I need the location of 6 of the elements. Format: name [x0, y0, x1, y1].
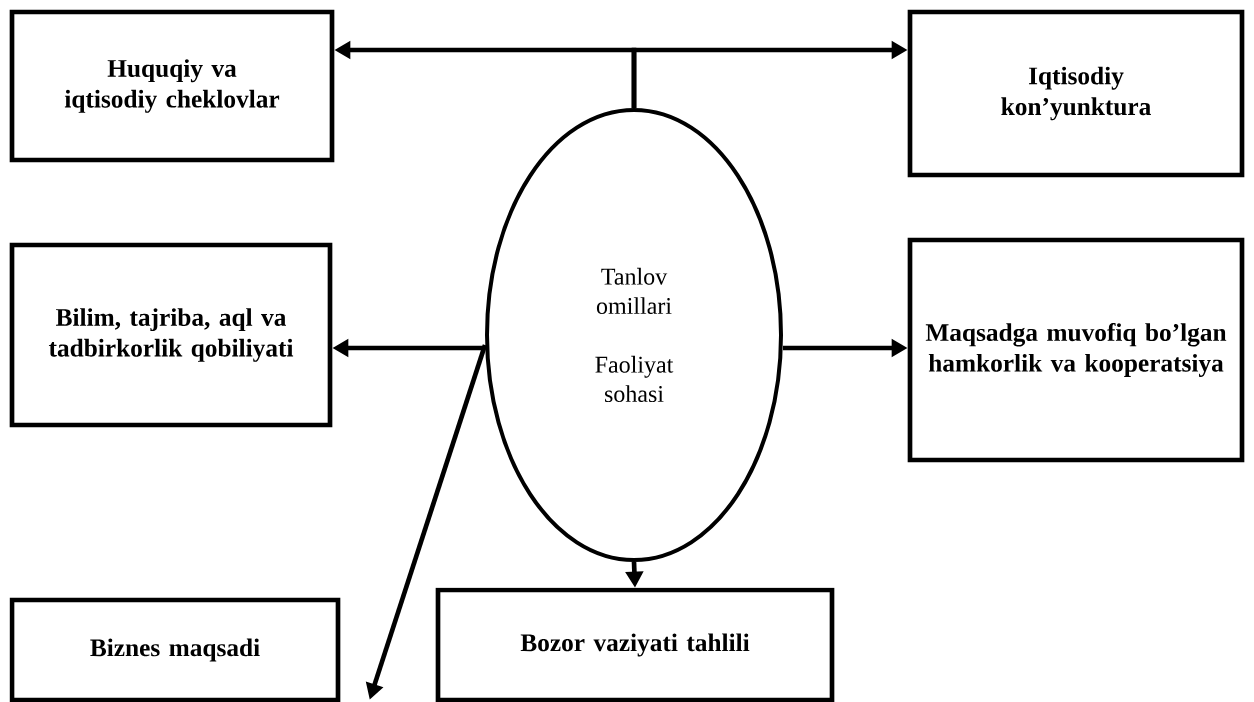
text-box: Huquqiy va iqtisodiy cheklovlar: [9, 9, 335, 163]
text-box: Maqsadga muvofiq bo’lgan hamkorlik va kooperatsiya: [907, 237, 1245, 463]
text-box: Iqtisodiy kon’yunktura: [907, 9, 1245, 178]
text-box: Biznes maqsadi: [9, 597, 341, 702]
text-box: Bilim, tajriba, aql va tadbirkorlik qobiliyati: [9, 242, 333, 428]
text-box: Bozor vaziyati tahlili: [435, 587, 835, 702]
